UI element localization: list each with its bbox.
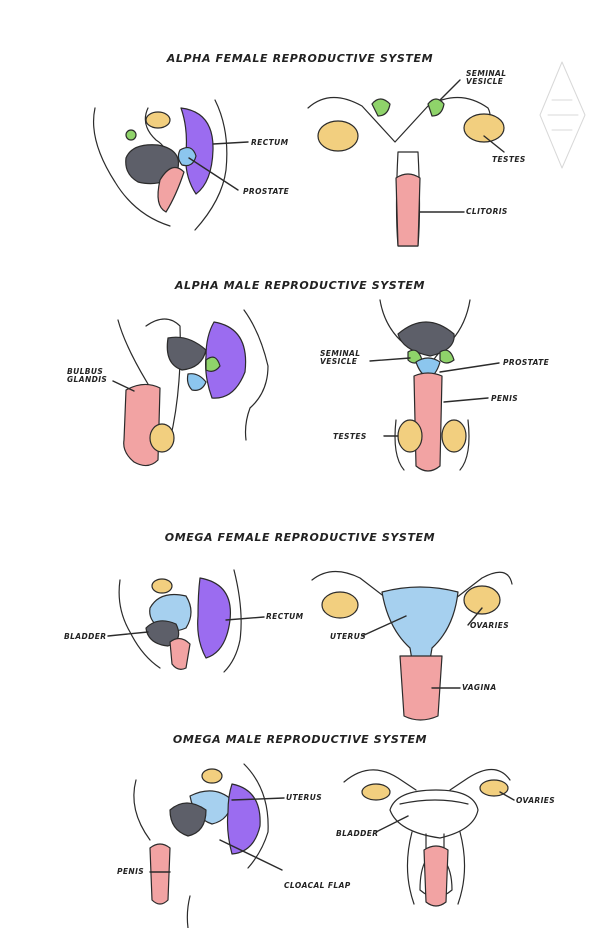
rectum-shape xyxy=(205,321,247,399)
penis-shape xyxy=(123,383,161,467)
title-omega-male: OMEGA MALE REPRODUCTIVE SYSTEM xyxy=(172,733,428,746)
ovary-shape xyxy=(151,578,173,594)
testis-right xyxy=(463,113,505,143)
testis-shape xyxy=(149,423,175,453)
watermark-logo xyxy=(539,61,586,169)
testis-left xyxy=(317,120,359,152)
penis-shape xyxy=(149,843,171,905)
label-seminal-vesicle: SEMINAL VESICLE xyxy=(466,69,507,86)
ovary-shape xyxy=(201,768,223,784)
label-cloacal-flap: CLOACAL FLAP xyxy=(284,881,351,890)
seminal-vesicle-right xyxy=(439,349,455,364)
label-penis: PENIS xyxy=(117,867,145,876)
clitoris-shape-side xyxy=(157,166,185,213)
testis-right xyxy=(441,419,467,453)
label-prostate: PROSTATE xyxy=(243,187,290,196)
label-bladder: BLADDER xyxy=(64,632,107,641)
label-ovaries: OVARIES xyxy=(470,621,510,630)
label-penis: PENIS xyxy=(491,394,519,403)
label-prostate: PROSTATE xyxy=(503,358,550,367)
bladder-shape xyxy=(169,802,207,837)
alpha-female-sagittal xyxy=(92,99,249,231)
penis-shape xyxy=(413,372,443,472)
label-seminal-vesicle: SEMINAL VESICLE xyxy=(320,349,361,366)
label-ovaries: OVARIES xyxy=(516,796,556,805)
title-omega-female: OMEGA FEMALE REPRODUCTIVE SYSTEM xyxy=(164,531,436,544)
omega-male-sagittal xyxy=(133,763,285,928)
gonad-shape xyxy=(145,111,171,129)
ovary-left xyxy=(321,591,359,619)
penis-shape xyxy=(423,845,449,907)
alpha-male-frontal xyxy=(369,299,500,472)
seminal-vesicle-shape xyxy=(205,356,221,372)
label-testes: TESTES xyxy=(333,432,367,441)
title-alpha-female: ALPHA FEMALE REPRODUCTIVE SYSTEM xyxy=(166,52,434,65)
seminal-vesicle-left xyxy=(371,98,391,117)
bladder-shape xyxy=(389,789,479,839)
rectum-shape xyxy=(197,577,232,659)
ovary-right xyxy=(463,585,501,615)
label-clitoris: CLITORIS xyxy=(466,207,508,216)
bladder-shape xyxy=(166,336,207,371)
seminal-vesicle-right xyxy=(427,98,445,117)
bladder-shape xyxy=(145,620,180,647)
alpha-male-sagittal xyxy=(112,309,269,467)
label-uterus: UTERUS xyxy=(286,793,322,802)
clitoris-shape-front xyxy=(395,173,421,247)
label-bladder: BLADDER xyxy=(336,829,379,838)
alpha-female-frontal xyxy=(307,79,505,247)
seminal-vesicle-shape xyxy=(125,129,137,141)
ovary-left xyxy=(361,783,391,801)
rectum-shape xyxy=(180,107,214,195)
title-alpha-male: ALPHA MALE REPRODUCTIVE SYSTEM xyxy=(174,279,426,292)
omega-female-frontal xyxy=(311,570,513,721)
label-rectum: RECTUM xyxy=(266,612,304,621)
rectum-shape xyxy=(226,783,261,855)
vagina-shape xyxy=(169,637,191,670)
label-testes: TESTES xyxy=(492,155,526,164)
vagina-shape xyxy=(399,655,443,721)
label-rectum: RECTUM xyxy=(251,138,289,147)
label-bulbus-glandis: BULBUS GLANDIS xyxy=(67,367,108,384)
prostate-shape xyxy=(177,146,197,167)
omega-male-frontal xyxy=(343,768,515,907)
omega-female-sagittal xyxy=(107,569,265,673)
prostate-shape xyxy=(186,373,207,391)
uterus-shape xyxy=(381,586,459,661)
testis-left xyxy=(397,419,423,453)
label-vagina: VAGINA xyxy=(462,683,497,692)
label-uterus: UTERUS xyxy=(330,632,366,641)
